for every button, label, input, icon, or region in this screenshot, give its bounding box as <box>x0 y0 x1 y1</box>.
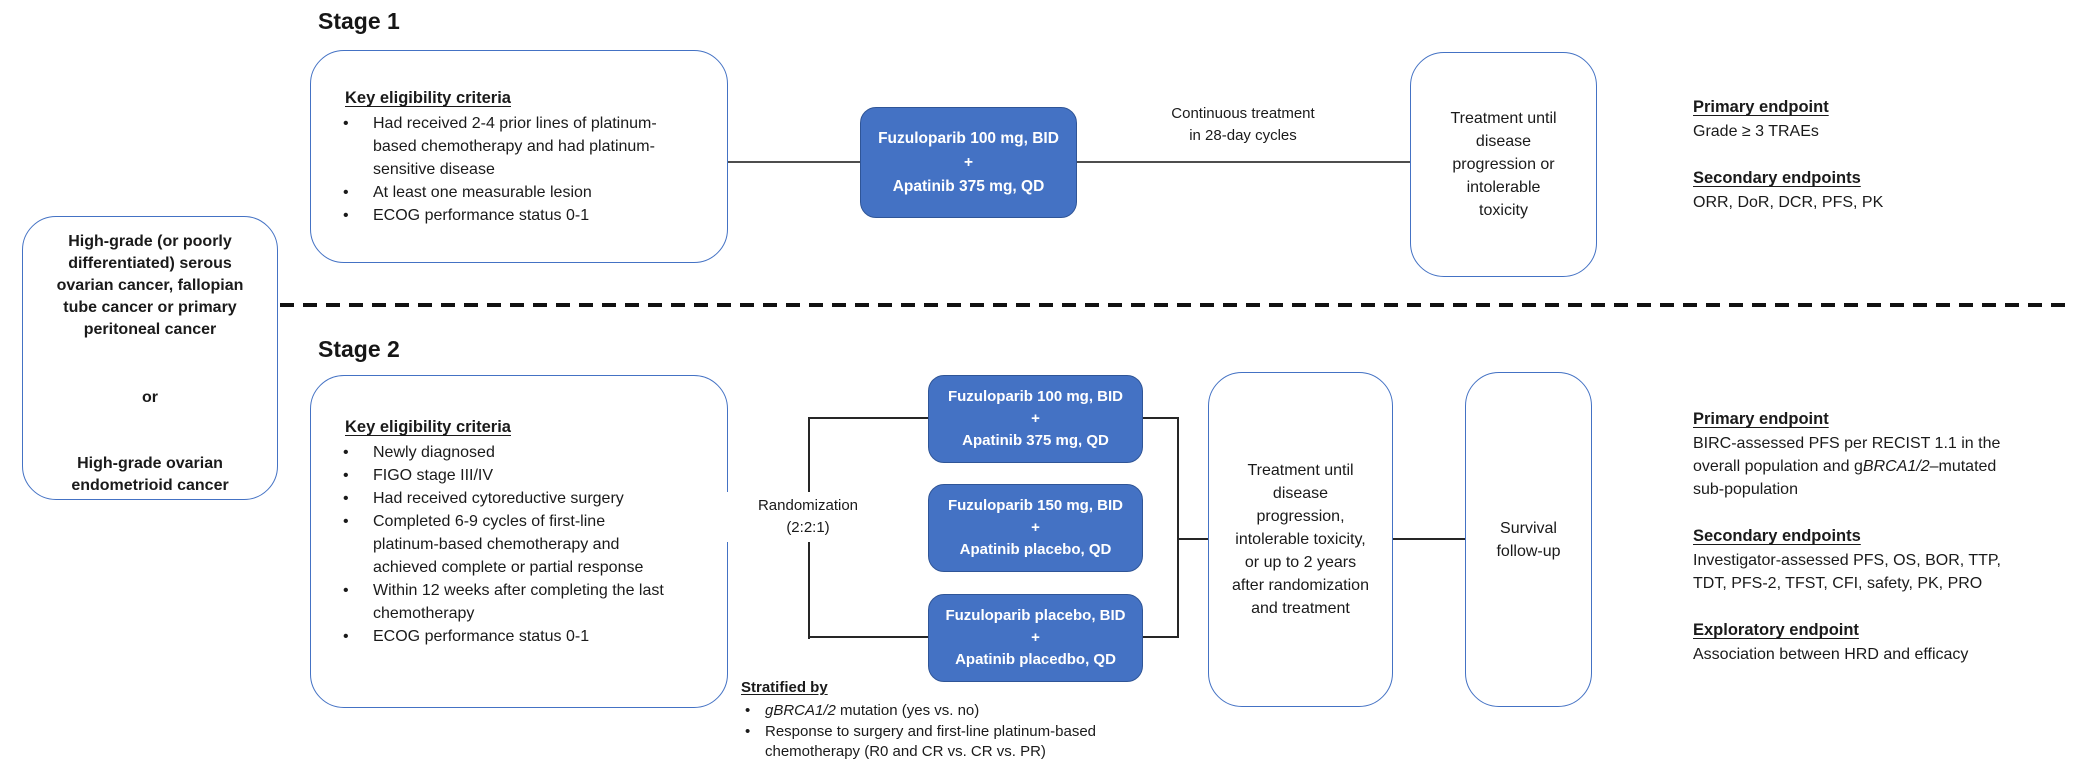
stage1-title: Stage 1 <box>318 8 400 34</box>
stage2-primary-endpoint-heading: Primary endpoint <box>1693 410 1829 428</box>
stage2-exploratory-endpoint-heading: Exploratory endpoint <box>1693 621 1859 639</box>
stage-divider-dashed-line <box>280 303 2070 307</box>
stage1-connector-line-right <box>1077 161 1410 163</box>
stratified-bullet1-text: mutation (yes vs. no) <box>835 702 980 719</box>
gene-name-italic: gBRCA1/2 <box>765 702 836 719</box>
stage2-eligibility-list: Newly diagnosed FIGO stage III/IV Had re… <box>339 441 687 648</box>
stage1-eligibility-list: Had received 2-4 prior lines of platinum… <box>339 112 687 227</box>
stage2-endpoints-block: Primary endpoint BIRC-assessed PFS per R… <box>1693 408 2028 690</box>
bullet-item: Within 12 weeks after completing the las… <box>339 579 673 625</box>
arm1-connector-line <box>1143 417 1179 419</box>
treatment-to-survival-line <box>1393 538 1465 540</box>
population-text-serous: High-grade (or poorly differentiated) se… <box>56 233 244 338</box>
cycle-label-line1: Continuous treatment <box>1171 105 1315 122</box>
arm-drug2: Apatinib 375 mg, QD <box>892 177 1045 195</box>
bullet-item: gBRCA1/2 mutation (yes vs. no) <box>741 701 1165 721</box>
arm-drug2: Apatinib 375 mg, QD <box>962 432 1109 449</box>
arm-plus: + <box>963 153 974 171</box>
stage2-arm2-box: Fuzuloparib 150 mg, BID + Apatinib place… <box>928 484 1143 572</box>
arm-plus: + <box>1031 519 1040 536</box>
stage2-arm1-box: Fuzuloparib 100 mg, BID + Apatinib 375 m… <box>928 375 1143 463</box>
population-box: High-grade (or poorly differentiated) se… <box>22 216 278 500</box>
stage2-treatment-until-box: Treatment until disease progression, int… <box>1208 372 1393 707</box>
survival-followup-box: Survival follow-up <box>1465 372 1592 707</box>
stage1-secondary-endpoints-heading: Secondary endpoints <box>1693 169 1861 187</box>
merge-to-treatment-line <box>1177 538 1208 540</box>
bullet-item: Completed 6-9 cycles of first-line plati… <box>339 510 673 579</box>
bullet-item: Had received cytoreductive surgery <box>339 487 673 510</box>
randomization-branch-top <box>808 417 930 419</box>
primary-body-pre: BIRC-assessed PFS per RECIST 1.1 in the … <box>1693 435 2001 475</box>
arm3-connector-line <box>1143 636 1179 638</box>
stage2-arm3-box: Fuzuloparib placebo, BID + Apatinib plac… <box>928 594 1143 682</box>
stage1-treatment-until-box: Treatment until disease progression or i… <box>1410 52 1597 277</box>
randomization-branch-bottom <box>808 636 930 638</box>
stage2-secondary-endpoints-body: Investigator-assessed PFS, OS, BOR, TTP,… <box>1693 552 2001 592</box>
survival-followup-text: Survival follow-up <box>1496 519 1561 560</box>
stage1-eligibility-heading: Key eligibility criteria <box>345 89 511 107</box>
bullet-item: Response to surgery and first-line plati… <box>741 722 1165 762</box>
stage1-until-text: Treatment until disease progression or i… <box>1450 110 1557 219</box>
stage2-primary-endpoint-body: BIRC-assessed PFS per RECIST 1.1 in the … <box>1693 432 2028 501</box>
stage1-primary-endpoint-heading: Primary endpoint <box>1693 98 1829 116</box>
stage2-eligibility-heading: Key eligibility criteria <box>345 418 511 436</box>
gene-name-italic: BRCA1/2 <box>1862 458 1930 475</box>
primary-body-post: –mutated sub-population <box>1693 458 1997 498</box>
arm-drug2: Apatinib placedbo, QD <box>955 651 1116 668</box>
stage2-secondary-endpoints-heading: Secondary endpoints <box>1693 527 1861 545</box>
randomization-label: Randomization (2:2:1) <box>708 492 908 542</box>
bullet-item: Newly diagnosed <box>339 441 673 464</box>
stage2-exploratory-endpoint-body: Association between HRD and efficacy <box>1693 646 1969 663</box>
stage1-eligibility-box: Key eligibility criteria Had received 2-… <box>310 50 728 263</box>
stage1-cycle-label: Continuous treatment in 28-day cycles <box>1118 103 1368 147</box>
stratified-by-list: gBRCA1/2 mutation (yes vs. no) Response … <box>741 701 1165 762</box>
stage1-connector-line-left <box>728 161 860 163</box>
arm-drug2: Apatinib placebo, QD <box>959 541 1112 558</box>
bullet-item: ECOG performance status 0-1 <box>339 625 673 648</box>
arm-plus: + <box>1031 410 1040 427</box>
bullet-item: Had received 2-4 prior lines of platinum… <box>339 112 673 181</box>
cycle-label-line2: in 28-day cycles <box>1189 127 1297 144</box>
stage2-title: Stage 2 <box>318 336 400 362</box>
population-or-text: or <box>142 389 158 406</box>
arm-plus: + <box>1031 629 1040 646</box>
randomization-label-line1: Randomization <box>757 497 859 514</box>
arm-drug1: Fuzuloparib 100 mg, BID <box>947 388 1124 405</box>
bullet-item: At least one measurable lesion <box>339 181 673 204</box>
randomization-label-line2: (2:2:1) <box>786 519 830 536</box>
arm-drug1: Fuzuloparib 150 mg, BID <box>947 497 1124 514</box>
bullet-item: ECOG performance status 0-1 <box>339 204 673 227</box>
bullet-item: FIGO stage III/IV <box>339 464 673 487</box>
population-text-endometrioid: High-grade ovarian endometrioid cancer <box>71 455 229 494</box>
stage1-primary-endpoint-body: Grade ≥ 3 TRAEs <box>1693 123 1819 140</box>
stage1-endpoints-block: Primary endpoint Grade ≥ 3 TRAEs Seconda… <box>1693 96 1883 238</box>
arm-drug1: Fuzuloparib placebo, BID <box>945 607 1126 624</box>
stage1-secondary-endpoints-body: ORR, DoR, DCR, PFS, PK <box>1693 194 1884 211</box>
arms-merge-vertical-line <box>1177 417 1179 638</box>
stratified-by-heading: Stratified by <box>741 679 828 696</box>
stage1-treatment-arm-box: Fuzuloparib 100 mg, BID + Apatinib 375 m… <box>860 107 1077 218</box>
arm-drug1: Fuzuloparib 100 mg, BID <box>878 129 1059 147</box>
stage2-eligibility-box: Key eligibility criteria Newly diagnosed… <box>310 375 728 708</box>
stage2-until-text: Treatment until disease progression, int… <box>1232 462 1369 617</box>
stratified-by-block: Stratified by gBRCA1/2 mutation (yes vs.… <box>741 678 1165 763</box>
